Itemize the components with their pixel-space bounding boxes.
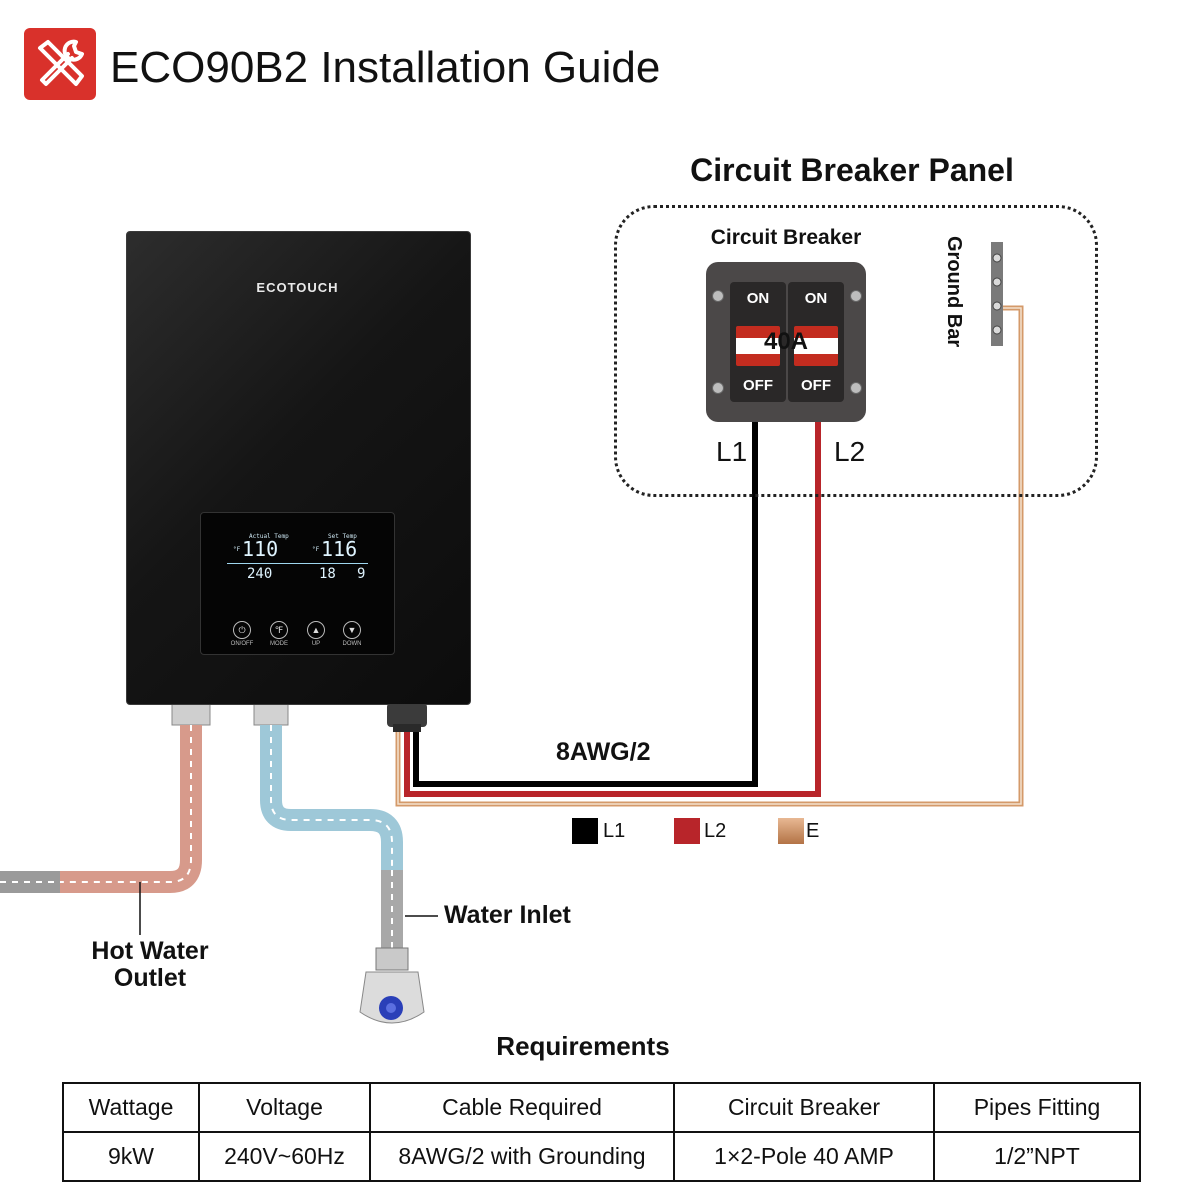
value-breaker: 1×2-Pole 40 AMP (673, 1131, 935, 1182)
on-label: ON (746, 290, 770, 307)
table-row: 9kW 240V~60Hz 8AWG/2 with Grounding 1×2-… (62, 1131, 1141, 1182)
legend-label-e: E (806, 820, 820, 842)
cable-label: 8AWG/2 (556, 738, 651, 766)
wire-l2-label: L2 (834, 436, 866, 467)
power-value: 18 (319, 566, 336, 582)
l2-wire (404, 420, 821, 797)
ground-bar-label: Ground Bar (942, 236, 998, 366)
hot-water-outlet-label: Hot Water Outlet (91, 937, 209, 992)
off-label: OFF (801, 377, 831, 394)
header-pipes: Pipes Fitting (933, 1082, 1141, 1133)
ground-bar-text: Ground Bar (943, 236, 965, 348)
legend-swatch-e (778, 818, 804, 844)
circuit-breaker: ON OFF ON OFF (706, 262, 866, 422)
actual-temp-label: Actual Temp (249, 533, 289, 540)
button-label-onoff: ON/OFF (230, 641, 254, 647)
legend-swatch-l2 (674, 818, 700, 844)
page-title: ECO90B2 Installation Guide (110, 43, 661, 92)
value-voltage: 240V~60Hz (198, 1131, 371, 1182)
button-label-up: UP (311, 641, 321, 647)
flow-value: 9 (357, 566, 366, 582)
tools-icon (38, 39, 84, 86)
requirements-title: Requirements (496, 1031, 670, 1061)
header-wattage: Wattage (62, 1082, 200, 1133)
power-icon[interactable]: ⏻ (233, 621, 251, 639)
set-temp-value: 116 (321, 537, 358, 561)
screw-icon (712, 382, 724, 394)
legend-label-l2: L2 (704, 820, 727, 842)
panel-title: Circuit Breaker Panel (690, 152, 1014, 188)
down-icon[interactable]: ▼ (343, 621, 361, 639)
screw-icon (850, 290, 862, 302)
heater-display: Actual Temp Set Temp °F °F 110 116 240 1… (200, 512, 395, 655)
screw-icon (850, 382, 862, 394)
display-divider (227, 563, 368, 564)
inlet-valve (359, 947, 425, 1024)
l1-wire (413, 420, 758, 787)
legend-swatch-l1 (572, 818, 598, 844)
button-label-mode: MODE (270, 641, 288, 647)
ground-bar (991, 242, 1003, 346)
breaker-pole-1: ON OFF (730, 282, 786, 402)
panel-boundary (614, 205, 1098, 497)
header-breaker: Circuit Breaker (673, 1082, 935, 1133)
voltage-value: 240 (247, 566, 273, 582)
brand-logo: ECOTOUCH (256, 280, 339, 295)
breaker-rating: 40A (763, 328, 809, 355)
requirements-table: Wattage Voltage Cable Required Circuit B… (62, 1082, 1141, 1182)
hot-water-hose (0, 702, 211, 893)
table-header-row: Wattage Voltage Cable Required Circuit B… (62, 1082, 1141, 1133)
fahrenheit-celsius-icon[interactable]: ℉ (270, 621, 288, 639)
button-label-down: DOWN (342, 641, 362, 647)
cable-gland (387, 703, 427, 727)
breaker-handle (794, 326, 838, 366)
screw-icon (712, 290, 724, 302)
up-icon[interactable]: ▲ (307, 621, 325, 639)
legend-label-l1: L1 (603, 820, 626, 842)
header-voltage: Voltage (198, 1082, 371, 1133)
on-label: ON (804, 290, 828, 307)
actual-temp-value: 110 (242, 537, 279, 561)
water-inlet-label: Water Inlet (444, 901, 571, 929)
value-wattage: 9kW (62, 1131, 200, 1182)
unit-right: °F (312, 546, 320, 553)
value-pipes: 1/2”NPT (933, 1131, 1141, 1182)
off-label: OFF (743, 377, 773, 394)
logo-tools-icon (24, 28, 96, 100)
value-cable: 8AWG/2 with Grounding (369, 1131, 675, 1182)
breaker-title: Circuit Breaker (710, 226, 862, 249)
wire-l1-label: L1 (716, 436, 748, 467)
breaker-pole-2: ON OFF (788, 282, 844, 402)
breaker-handle (736, 326, 780, 366)
water-inlet-hose (253, 702, 403, 950)
unit-left: °F (233, 546, 241, 553)
set-temp-label: Set Temp (328, 533, 357, 540)
header-cable: Cable Required (369, 1082, 675, 1133)
